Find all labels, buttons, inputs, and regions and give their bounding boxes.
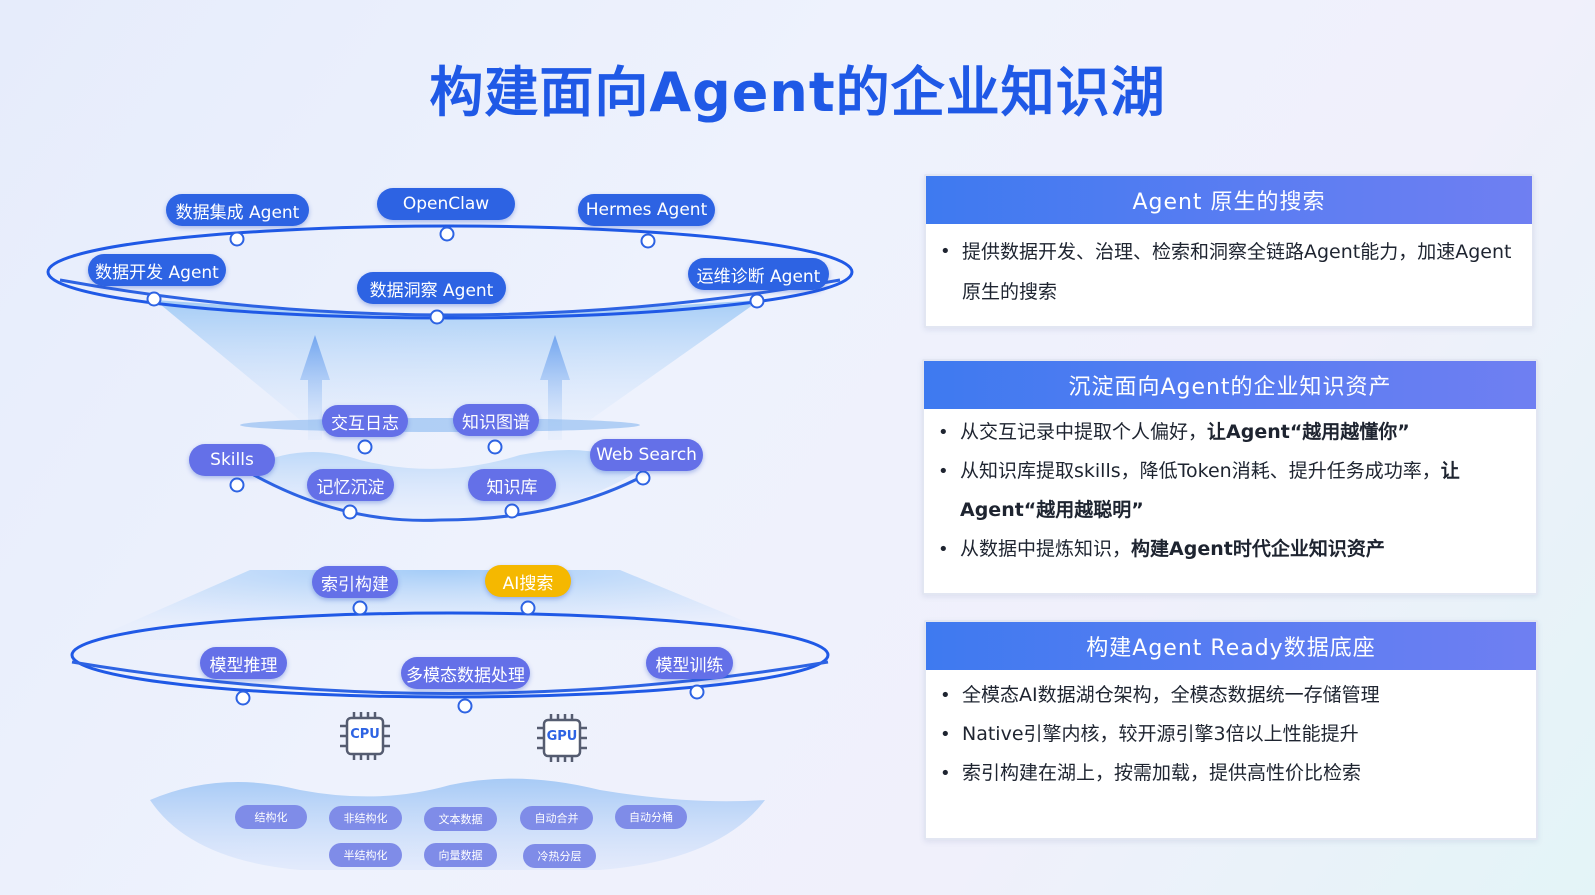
dot [635,470,651,486]
panel-bullets: 从交互记录中提取个人偏好，让Agent“越用越懂你” 从知识库提取skills，… [924,409,1536,569]
dot [439,226,455,242]
pill-ops-diagnosis-agent: 运维诊断 Agent [688,258,829,290]
up-arrow-left [300,335,330,440]
top-funnel [155,300,760,420]
pill-data-integration-agent: 数据集成 Agent [166,194,309,226]
pill-auto-bucket: 自动分桶 [615,805,687,829]
panel-bullets: 提供数据开发、治理、检索和洞察全链路Agent能力，加速Agent 原生的搜索 [926,224,1532,312]
lower-cone [90,570,790,640]
dot [749,293,765,309]
dot [429,309,445,325]
architecture-diagram [46,224,854,870]
pill-web-search: Web Search [590,439,703,471]
panel-title: Agent 原生的搜索 [926,176,1532,224]
up-arrow-right [540,335,570,440]
pill-hot-cold-tiering: 冷热分层 [523,844,596,868]
cpu-chip-icon: CPU [340,712,390,760]
pill-model-training: 模型训练 [646,647,733,679]
panel-title: 构建Agent Ready数据底座 [926,622,1536,670]
top-layer-ring [46,224,854,320]
dot [504,503,520,519]
pill-data-dev-agent: 数据开发 Agent [88,254,226,286]
pill-auto-merge: 自动合并 [520,806,593,830]
bullet-item: 索引构建在湖上，按需加载，提供高性价比检索 [938,754,1518,793]
pill-knowledge-base: 知识库 [468,469,556,501]
dot [235,690,251,706]
pill-structured: 结构化 [235,805,307,829]
pill-multimodal-processing: 多模态数据处理 [401,657,530,689]
dot [229,477,245,493]
middle-dish [245,450,640,520]
dot [457,698,473,714]
dot [487,439,503,455]
bullet-item: Native引擎内核，较开源引擎3倍以上性能提升 [938,715,1518,754]
bullet-item: 提供数据开发、治理、检索和洞察全链路Agent能力，加速Agent 原生的搜索 [938,232,1514,312]
gpu-chip-icon: GPU [537,714,587,762]
dot [640,233,656,249]
pill-hermes-agent: Hermes Agent [578,194,715,226]
panel-agent-ready-foundation: 构建Agent Ready数据底座 全模态AI数据湖仓架构，全模态数据统一存储管… [924,620,1538,840]
bullet-item: 全模态AI数据湖仓架构，全模态数据统一存储管理 [938,676,1518,715]
bullet-item: 从数据中提炼知识，构建Agent时代企业知识资产 [936,530,1518,569]
pill-ai-search: AI搜索 [485,565,571,597]
panel-bullets: 全模态AI数据湖仓架构，全模态数据统一存储管理 Native引擎内核，较开源引擎… [926,670,1536,793]
pill-index-build: 索引构建 [312,566,398,598]
pill-memory-deposit: 记忆沉淀 [307,469,394,501]
panel-title: 沉淀面向Agent的企业知识资产 [924,361,1536,409]
gpu-label: GPU [546,729,578,744]
dot [520,600,536,616]
pill-unstructured: 非结构化 [329,806,402,830]
cpu-label: CPU [350,727,380,742]
pill-model-inference: 模型推理 [200,647,287,679]
dot [357,439,373,455]
pill-semi-structured: 半结构化 [329,843,402,867]
page-title: 构建面向Agent的企业知识湖 [429,61,1166,124]
lower-layer-ring [70,611,830,699]
dot [689,684,705,700]
pill-skills: Skills [189,444,275,476]
pill-text-data: 文本数据 [424,807,497,831]
panel-agent-native-search: Agent 原生的搜索 提供数据开发、治理、检索和洞察全链路Agent能力，加速… [924,174,1534,328]
pill-vector-data: 向量数据 [424,843,497,867]
pill-interaction-log: 交互日志 [322,405,408,437]
dot [146,291,162,307]
panel-knowledge-assets: 沉淀面向Agent的企业知识资产 从交互记录中提取个人偏好，让Agent“越用越… [922,359,1538,595]
connection-dots [146,226,765,714]
dot [342,504,358,520]
pill-data-insight-agent: 数据洞察 Agent [357,272,506,304]
pill-openclaw: OpenClaw [377,188,515,220]
pill-knowledge-graph: 知识图谱 [453,404,539,436]
bullet-item: 从知识库提取skills，降低Token消耗、提升任务成功率，让Agent“越用… [936,452,1518,530]
bullet-item: 从交互记录中提取个人偏好，让Agent“越用越懂你” [936,413,1518,452]
dot [229,231,245,247]
dot [352,600,368,616]
